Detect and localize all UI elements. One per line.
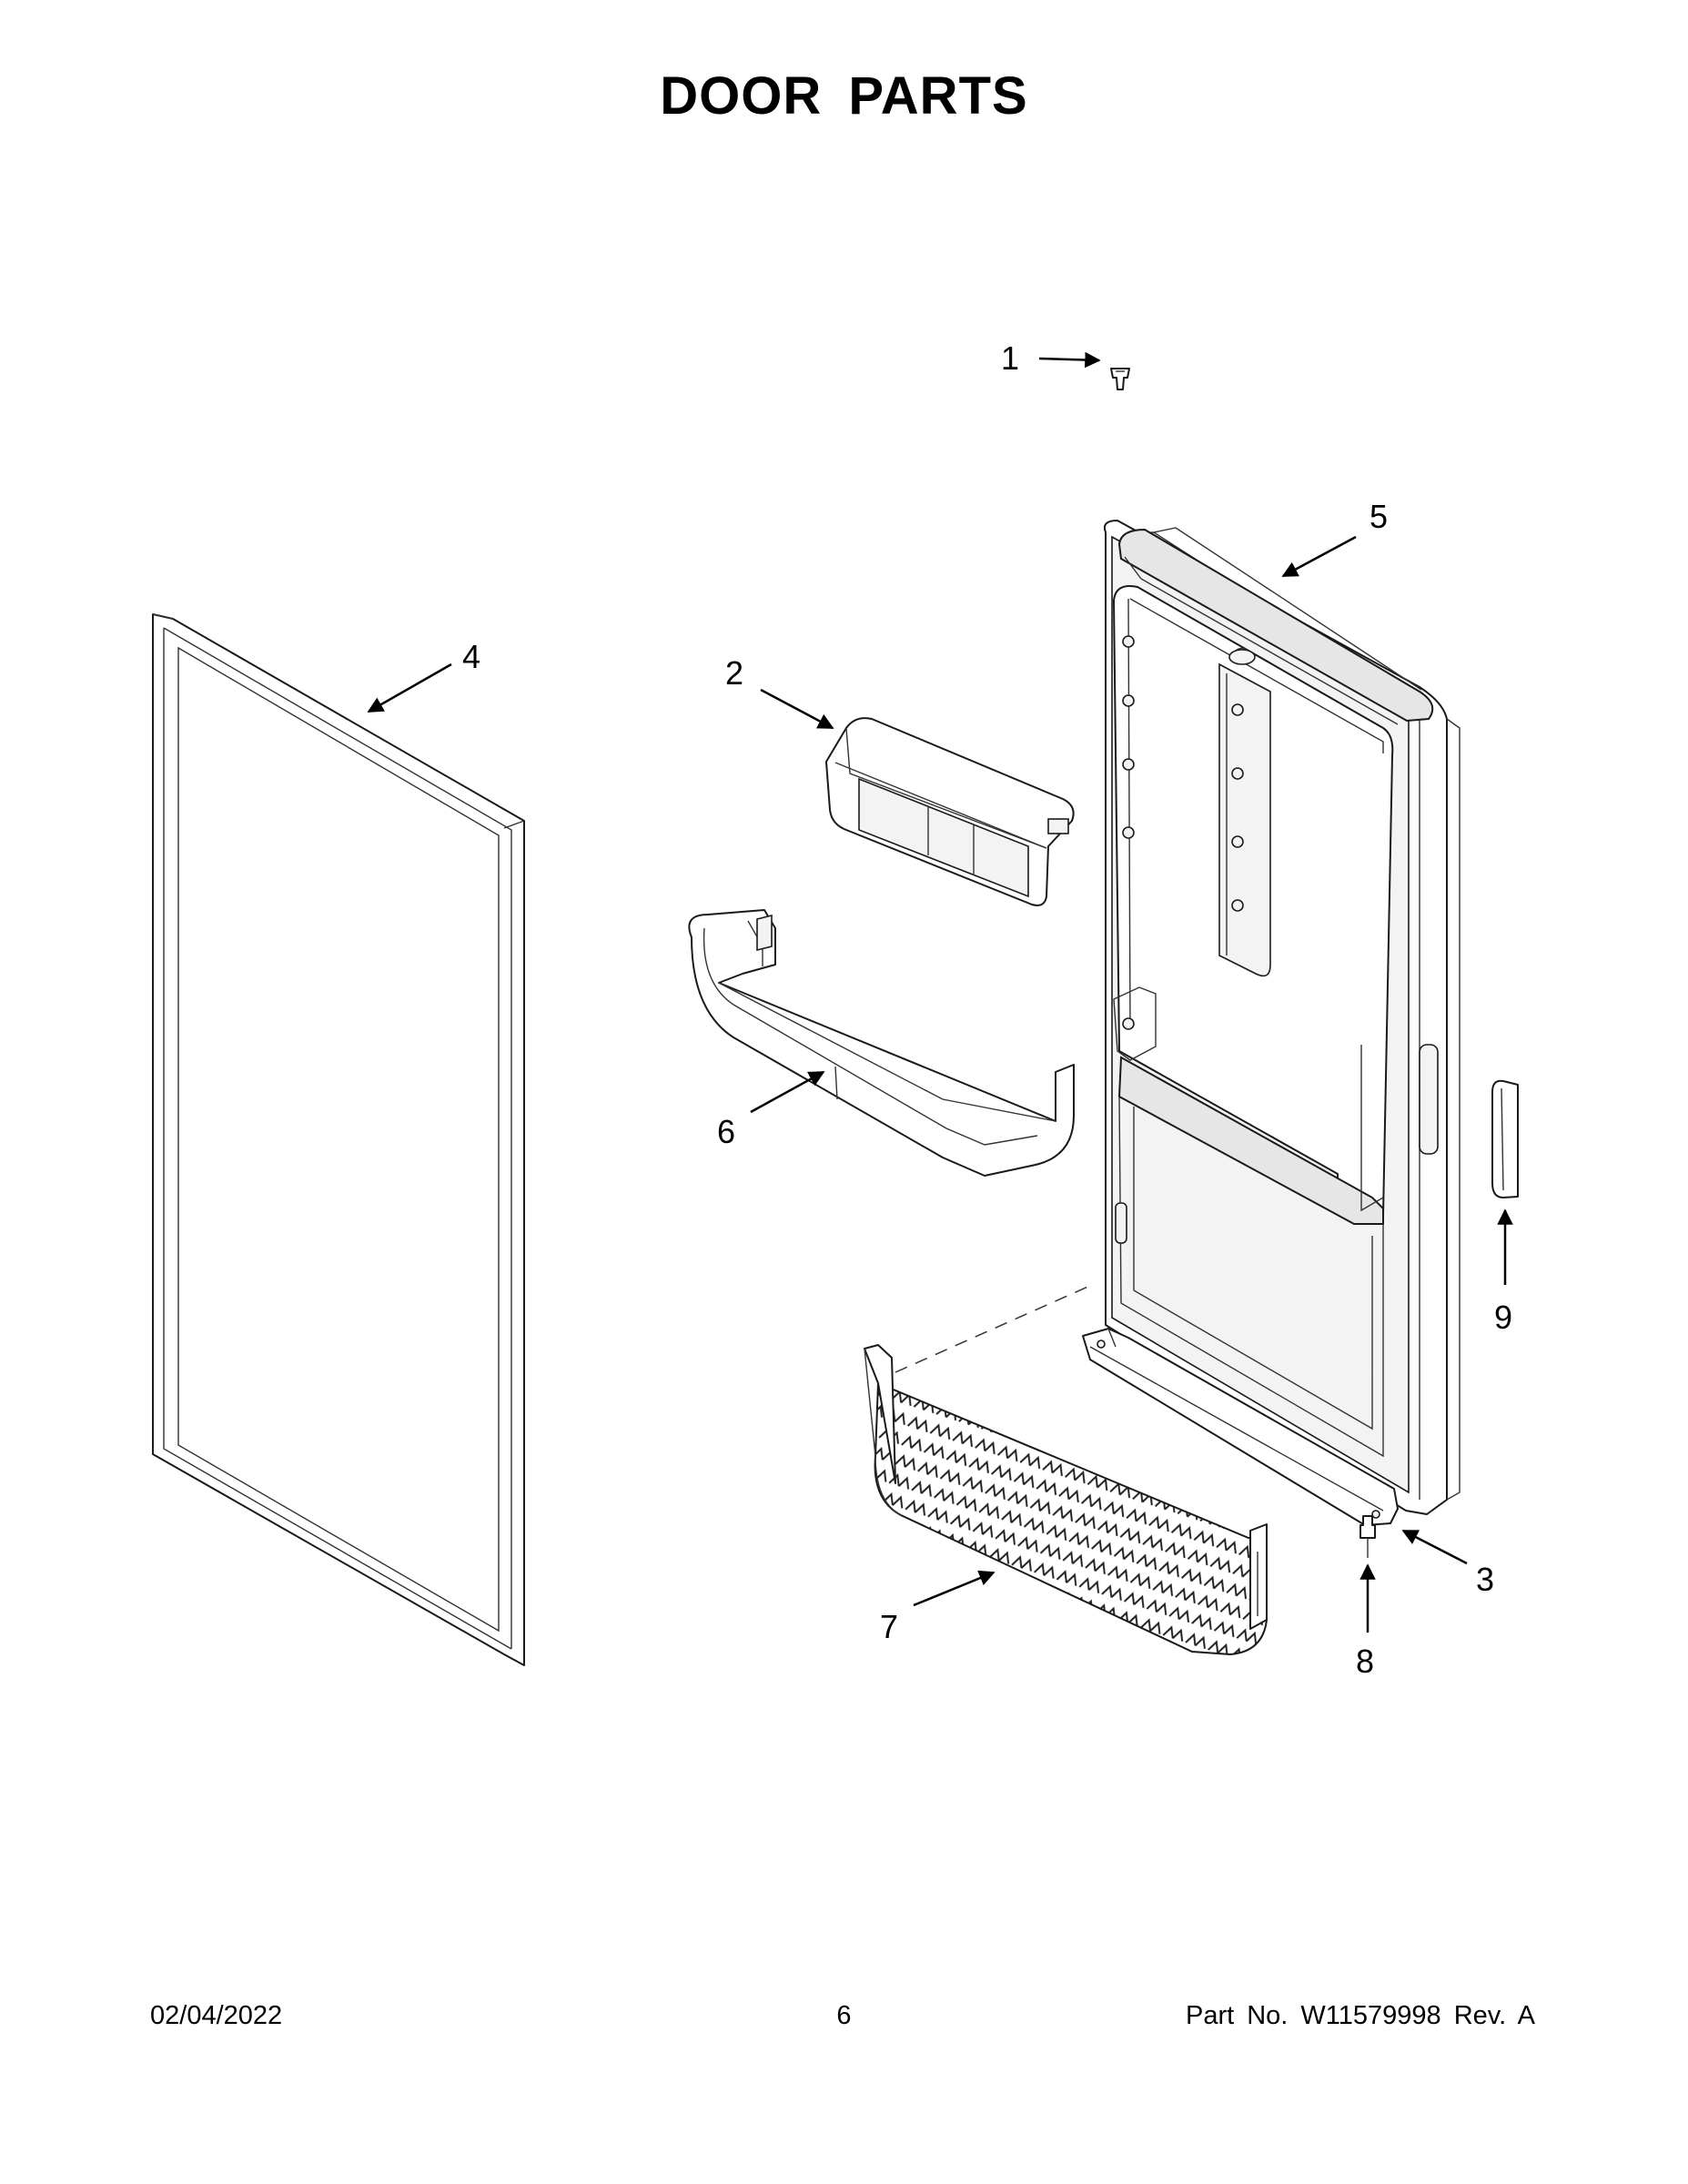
page-title: DOOR PARTS [660,66,1028,126]
alignment-dashed-line [895,1284,1093,1373]
toe-grille-part [864,1344,1268,1656]
callout-2-label: 2 [725,654,743,692]
callout-4-label: 4 [462,638,480,675]
callout-5-label: 5 [1370,498,1388,535]
callout-1-label: 1 [1001,339,1019,377]
door-gasket-part [152,613,525,1666]
callout-5-arrow [1281,535,1357,578]
callout-3-label: 3 [1476,1561,1494,1598]
callout-4-arrow [367,662,452,713]
callout-1-arrow [1038,351,1101,369]
handle-cover-part [1491,1079,1519,1198]
callout-7-arrow [913,1570,996,1607]
callout-9-label: 9 [1494,1299,1512,1336]
callout-8-label: 8 [1356,1643,1374,1680]
door-rail-part [688,909,1075,1177]
footer-part-number: Part No. W11579998 Rev. A [1185,2001,1535,2030]
top-screw-part [1110,368,1130,390]
door-bin-part [825,717,1075,906]
callout-7-label: 7 [880,1608,898,1645]
callout-6-label: 6 [717,1113,735,1150]
callout-3-arrow [1401,1529,1468,1565]
bottom-screw-part [1359,1515,1376,1558]
door-liner-part [1103,520,1461,1515]
hinge-bracket-part [1082,1328,1399,1526]
footer-page-number: 6 [836,2001,852,2030]
footer-date: 02/04/2022 [150,2001,283,2030]
callout-2-arrow [760,688,834,730]
callout-6-arrow [750,1070,825,1114]
